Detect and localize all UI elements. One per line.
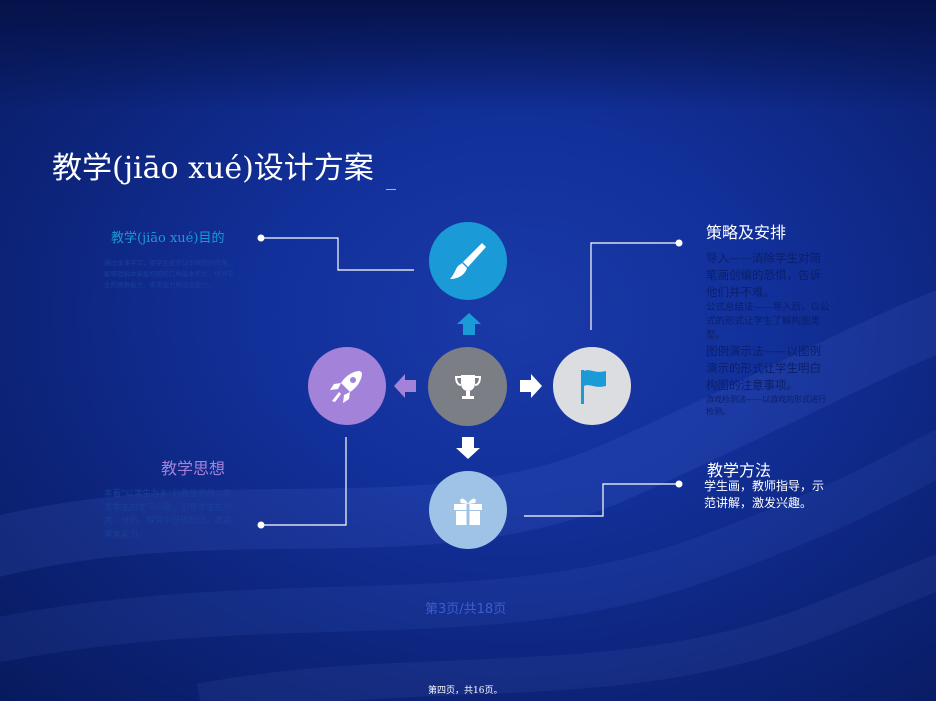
strategy-heading: 策略及安排 xyxy=(706,223,787,242)
gift-icon xyxy=(454,498,482,525)
page-counter: 第3页/共18页 xyxy=(425,602,507,617)
footer-page-note: 第四页，共16页。 xyxy=(428,686,503,696)
strategy-item: 图例演示法——以图例演示的形式让学生明白构图的注意事项。 xyxy=(706,344,821,392)
strategy-body: 导入——消除学生对简笔画创编的恐惧，告诉他们并不难。 公式总结法——导入后，以公… xyxy=(706,250,832,418)
idea-heading: 教学思想 xyxy=(161,459,226,478)
strategy-circle-top xyxy=(429,222,507,300)
core-circle-center xyxy=(428,347,507,426)
method-circle-bottom xyxy=(429,471,507,549)
idea-circle-left xyxy=(308,347,386,425)
paintbrush-icon xyxy=(450,243,486,279)
goal-body: 通过本课学习，使学生初步认识构图的作用，能够理解并掌握构图的几种基本形式，培养学… xyxy=(104,259,234,289)
strategy-circle-right xyxy=(553,347,631,425)
rocket-icon xyxy=(330,371,362,403)
goal-heading: 教学(jiāo xué)目的 xyxy=(111,231,225,246)
arrow-down-icon xyxy=(456,437,480,459)
arrow-right-icon xyxy=(520,374,542,398)
arrow-up-icon xyxy=(457,313,481,335)
strategy-item: 游戏检测法——以游戏的形式进行检测。 xyxy=(706,395,826,416)
method-body: 学生画，教师指导，示范讲解，激发兴趣。 xyxy=(704,479,825,510)
method-heading: 教学方法 xyxy=(707,461,772,480)
trophy-icon xyxy=(454,374,481,399)
page-title: 教学(jiāo xué)设计方案 xyxy=(52,151,374,186)
title-underline-mark xyxy=(386,189,396,190)
idea-body: 本着“以学生为本”的教学思想，激发学生的学习兴趣，引导学生在欣赏、分析、探究中获… xyxy=(104,489,232,540)
strategy-item: 导入——消除学生对简笔画创编的恐惧，告诉他们并不难。 xyxy=(706,251,821,299)
flag-icon xyxy=(581,370,606,404)
arrow-left-icon xyxy=(394,374,416,398)
top-shadow-band xyxy=(0,0,936,110)
strategy-item: 公式总结法——导入后，以公式的形式让学生了解构图类型。 xyxy=(706,302,830,341)
